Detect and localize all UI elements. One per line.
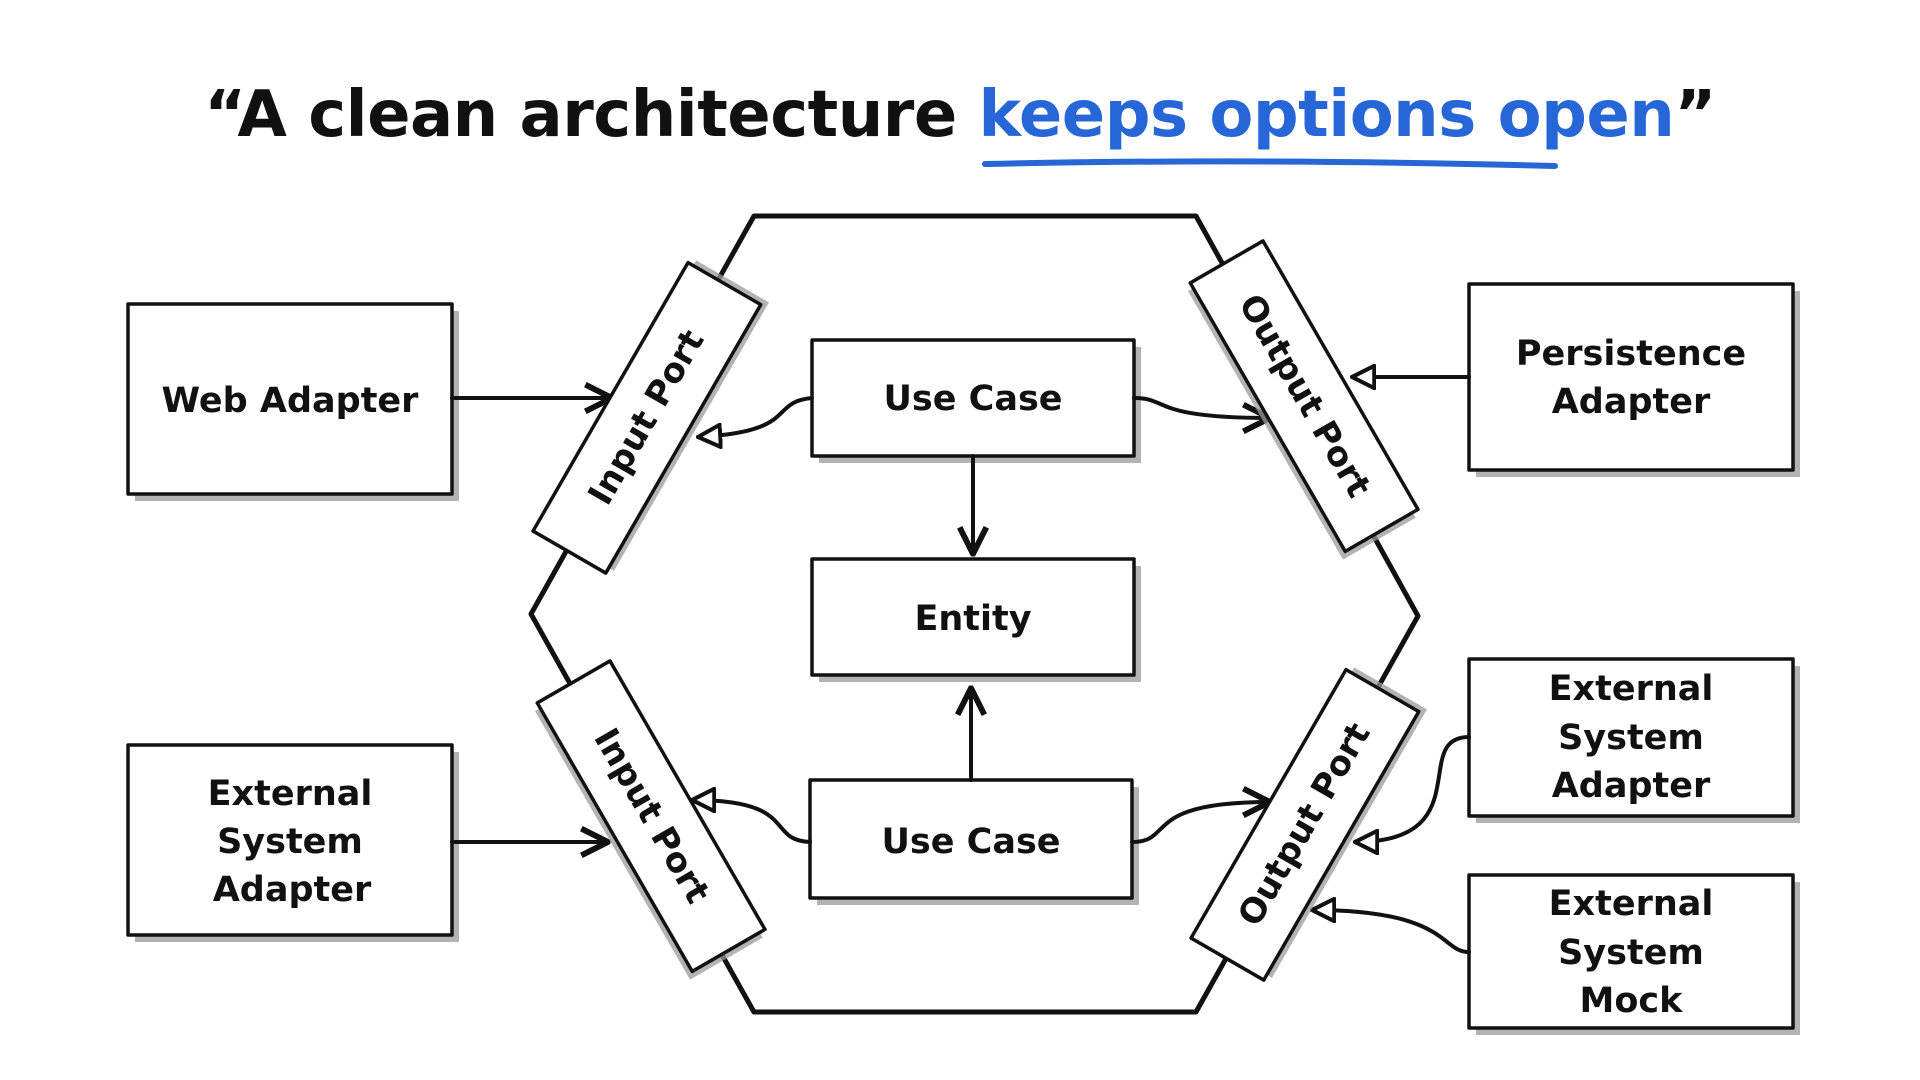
web-adapter-box: Web Adapter xyxy=(126,302,459,501)
svg-text:External: External xyxy=(1549,884,1714,924)
input-port-top: Input Port xyxy=(531,260,769,575)
use-case-top-to-output-port-arrow xyxy=(1132,396,1270,418)
external-adapter-to-output-port-arrow xyxy=(1353,735,1471,842)
external-system-adapter-right-box: External System Adapter xyxy=(1467,657,1800,823)
title-highlight: keeps options open xyxy=(978,78,1675,152)
svg-text:Use Case: Use Case xyxy=(881,822,1060,862)
title-prefix: “A clean architecture xyxy=(204,78,979,152)
svg-text:External: External xyxy=(208,774,373,814)
external-system-adapter-left-box: External System Adapter xyxy=(126,743,459,942)
web-adapter-label: Web Adapter xyxy=(162,381,420,421)
svg-text:System: System xyxy=(1558,718,1704,758)
svg-text:Adapter: Adapter xyxy=(1552,382,1711,422)
output-port-top: Output Port xyxy=(1188,239,1420,560)
title-suffix: ” xyxy=(1674,78,1716,152)
svg-text:Mock: Mock xyxy=(1580,981,1684,1021)
input-port-bottom: Input Port xyxy=(535,659,767,980)
svg-text:System: System xyxy=(1558,933,1704,973)
application-hexagon xyxy=(528,213,1421,1015)
use-case-bottom-to-input-port-arrow xyxy=(690,800,812,844)
title-underline xyxy=(982,158,1558,169)
page-title: “A clean architecture keeps options open… xyxy=(0,78,1920,152)
svg-text:Adapter: Adapter xyxy=(1552,766,1711,806)
svg-text:System: System xyxy=(217,822,363,862)
svg-text:Use Case: Use Case xyxy=(883,379,1062,419)
external-mock-to-output-port-arrow xyxy=(1310,910,1471,954)
use-case-top-to-input-port-arrow xyxy=(698,396,814,437)
svg-text:Entity: Entity xyxy=(914,599,1031,639)
external-system-mock-box: External System Mock xyxy=(1467,873,1800,1035)
persistence-adapter-box: Persistence Adapter xyxy=(1467,282,1800,477)
svg-text:External: External xyxy=(1549,669,1714,709)
use-case-bottom-to-output-port-arrow xyxy=(1130,802,1270,844)
output-port-bottom: Output Port xyxy=(1189,667,1427,982)
svg-text:Persistence: Persistence xyxy=(1516,334,1746,374)
svg-text:Adapter: Adapter xyxy=(213,870,372,910)
use-case-bottom-box: Use Case xyxy=(808,778,1139,905)
use-case-top-box: Use Case xyxy=(810,338,1141,463)
entity-box: Entity xyxy=(810,557,1141,682)
